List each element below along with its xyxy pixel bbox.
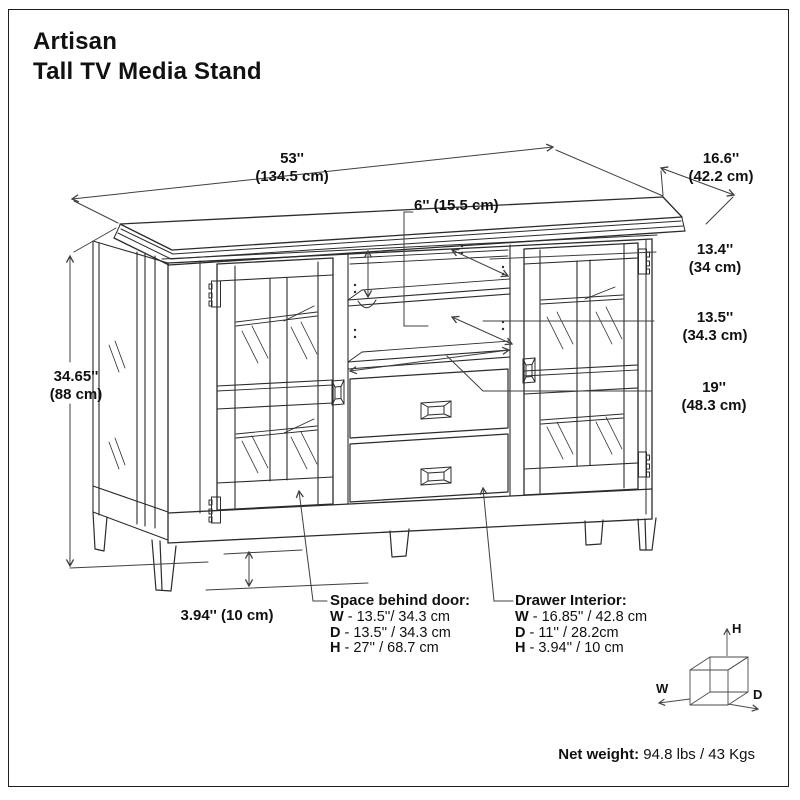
page-title: Artisan Tall TV Media Stand (33, 27, 262, 87)
right-glass-door (522, 242, 650, 496)
tabletop (113, 196, 686, 266)
top-drawer (349, 368, 509, 439)
width-axis-arrow (659, 698, 691, 703)
right-door-glass-shine (546, 306, 623, 460)
width-dimension-line (72, 147, 553, 199)
center-left-leg (389, 528, 410, 558)
cable-notch (357, 299, 377, 309)
right-door-hinges (638, 248, 650, 478)
left-side-panel (92, 240, 169, 541)
legs (92, 511, 657, 592)
net-weight: Net weight: 94.8 lbs / 43 Kgs (558, 746, 755, 763)
product-name: Tall TV Media Stand (33, 58, 262, 85)
product-line: Artisan (33, 28, 118, 55)
axis-label-depth: D (753, 687, 763, 702)
dim-overall-height: 34.65'' (88 cm) (49, 368, 103, 403)
drawers (349, 368, 509, 503)
right-door-handle (522, 357, 536, 384)
shelf-pin-holes (353, 244, 505, 339)
spec-heading: Drawer Interior: (515, 592, 627, 609)
front-left-leg (151, 539, 177, 592)
opening-width-leader (446, 355, 653, 392)
left-door-interior-shelves (235, 305, 318, 439)
front-right-leg (637, 517, 657, 551)
spec-row: H - 3.94'' / 10 cm (515, 639, 624, 656)
bottom-drawer-pull (420, 466, 452, 486)
tv-stand-line-drawing (92, 196, 686, 592)
depth-axis-arrow (727, 703, 758, 709)
side-glass-shine (108, 340, 126, 470)
axis-label-height: H (732, 621, 742, 636)
left-glass-door (208, 257, 345, 524)
upper-shelf-leader (489, 251, 657, 260)
top-drawer-pull (420, 400, 452, 420)
space-behind-door-spec: Space behind door: W - 13.5''/ 34.3 cm D… (330, 593, 470, 656)
space-behind-door-leader (299, 491, 328, 602)
spec-row: D - 11'' / 28.2cm (515, 624, 619, 641)
left-door-handle (331, 379, 345, 406)
drawer-interior-leader (483, 488, 514, 602)
dim-center-opening-width: 19'' (48.3 cm) (681, 379, 747, 414)
left-door-hinges (208, 280, 221, 524)
adjustable-shelf (347, 278, 511, 309)
depth-dimension-line (661, 168, 734, 195)
dim-overall-width: 53'' (134.5 cm) (255, 150, 329, 185)
axis-label-width: W (656, 681, 669, 696)
dim-top-shelf-clearance: 6'' (15.5 cm) (414, 197, 499, 214)
center-right-leg (584, 519, 604, 546)
clearance-leader (403, 211, 429, 327)
dim-upper-shelf-depth: 13.4'' (34 cm) (688, 241, 742, 276)
right-door-interior-shelves (540, 286, 624, 425)
orientation-cube (659, 629, 758, 709)
dim-middle-shelf-depth: 13.5'' (34.3 cm) (682, 309, 748, 344)
spec-row: D - 13.5'' / 34.3 cm (330, 624, 451, 641)
dim-leg-clearance: 3.94'' (10 cm) (180, 607, 274, 624)
back-left-leg (92, 511, 108, 552)
drawer-interior-spec: Drawer Interior: W - 16.85'' / 42.8 cm D… (515, 593, 647, 656)
dimension-lines (70, 147, 734, 602)
page-border (8, 9, 789, 787)
spec-row: W - 16.85'' / 42.8 cm (515, 609, 648, 626)
dim-overall-depth: 16.6'' (42.2 cm) (688, 150, 754, 185)
spec-row: W - 13.5''/ 34.3 cm (330, 609, 450, 626)
compartment-floor (347, 340, 511, 370)
spec-heading: Space behind door: (330, 592, 471, 609)
left-door-glass-shine (241, 321, 318, 474)
bottom-drawer (349, 433, 509, 503)
spec-row: H - 27'' / 68.7 cm (330, 639, 439, 656)
